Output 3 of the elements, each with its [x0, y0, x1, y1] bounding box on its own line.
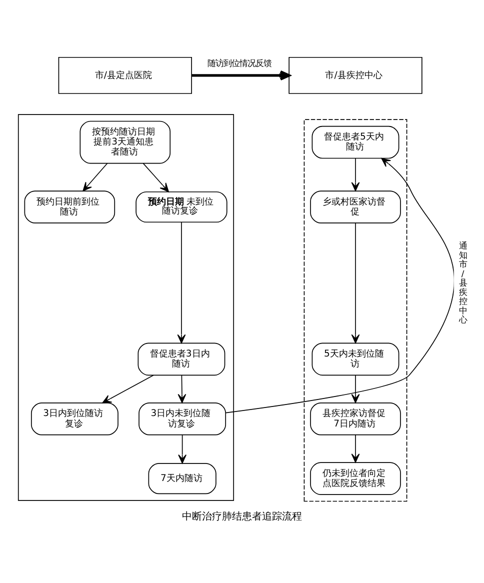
edge-label: 随访到位情况反馈 — [208, 58, 272, 68]
caption: 中断治疗肺结患者追踪流程 — [182, 511, 302, 522]
edge-label: 通知市/县疾控中心 — [458, 240, 467, 325]
